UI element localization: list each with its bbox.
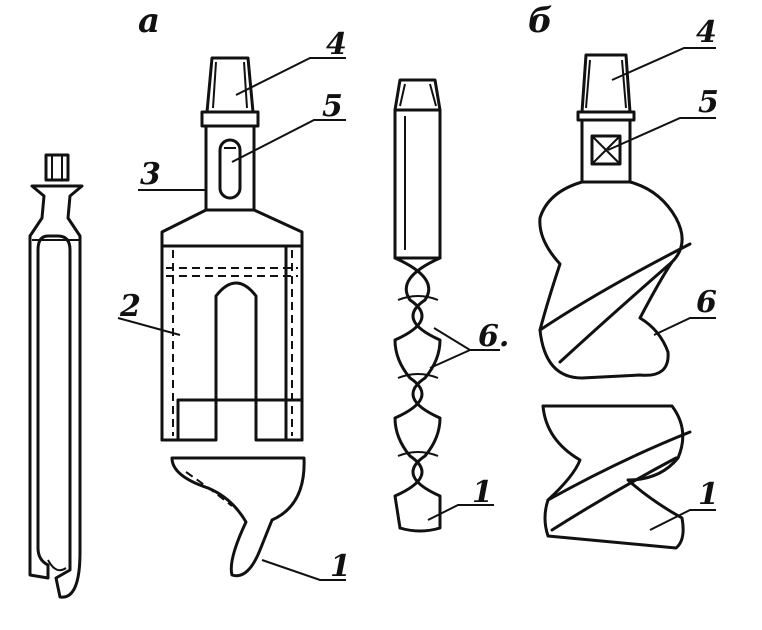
callout-1-left: 1 xyxy=(330,549,351,584)
upper-blade xyxy=(538,180,692,380)
callout-2: 2 xyxy=(120,289,141,324)
callout-1-middle: 1 xyxy=(472,475,493,510)
callout-6-right: 6 xyxy=(696,285,717,320)
callout-5-right: 5 xyxy=(698,85,719,120)
fork-drill-bit xyxy=(28,153,84,599)
cylindrical-auger xyxy=(160,56,306,578)
section-label-b: б xyxy=(528,1,553,41)
callout-5-left: 5 xyxy=(322,89,343,124)
leader-lines xyxy=(117,47,716,581)
spiral-flights xyxy=(393,256,442,533)
callout-4-left: 4 xyxy=(326,27,347,62)
section-label-a: а xyxy=(138,1,161,41)
callout-3: 3 xyxy=(140,157,161,192)
callout-4-right: 4 xyxy=(696,15,717,50)
callout-6-middle: 6. xyxy=(478,319,510,354)
lower-blade xyxy=(541,404,692,550)
spiral-auger xyxy=(393,78,442,533)
callout-1-right: 1 xyxy=(698,477,719,512)
large-spiral-auger xyxy=(538,53,692,550)
